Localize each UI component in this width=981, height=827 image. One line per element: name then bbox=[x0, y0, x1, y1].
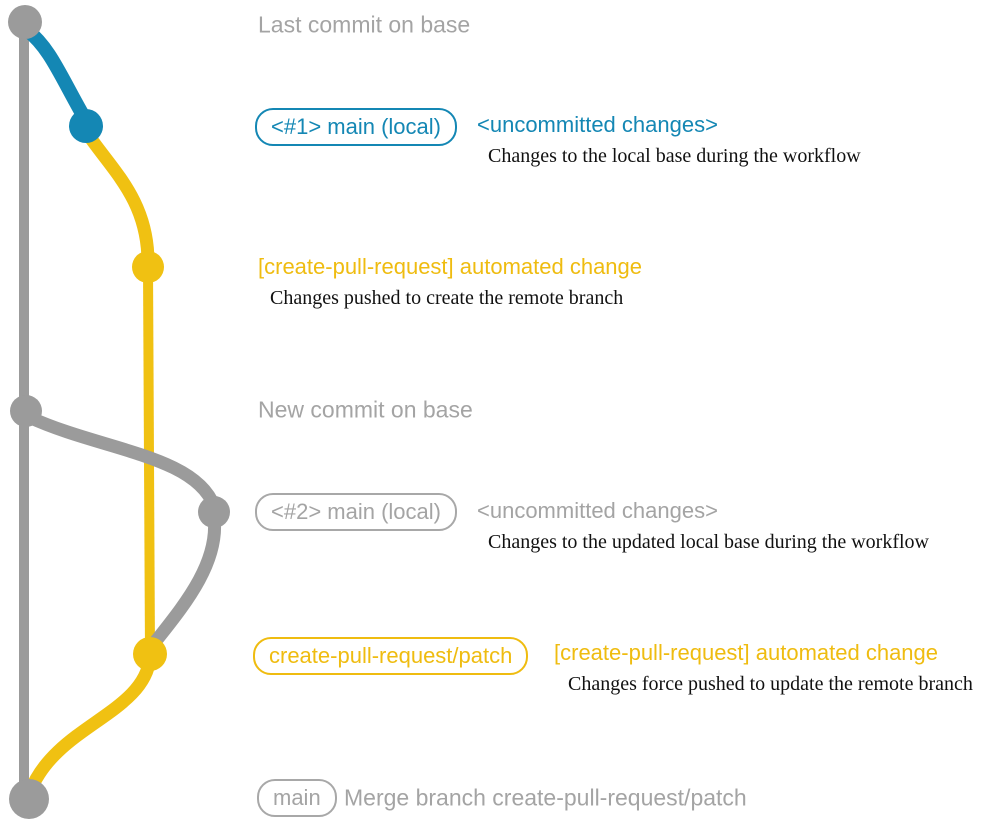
caption-last-commit-on-base: Last commit on base bbox=[258, 11, 471, 38]
rebase-curve bbox=[145, 510, 222, 653]
status-uncommitted-changes-2: <uncommitted changes> bbox=[477, 497, 718, 523]
note-pushed-create: Changes pushed to create the remote bran… bbox=[270, 287, 624, 309]
updated-local-branch-curve bbox=[22, 410, 221, 513]
commit-node-new-commit-on-base bbox=[10, 395, 42, 427]
commit-graph bbox=[8, 5, 230, 819]
commit-node-automated-change-2 bbox=[133, 637, 167, 671]
note-force-pushed: Changes force pushed to update the remot… bbox=[568, 673, 973, 695]
commit-node-uncommitted-2 bbox=[198, 496, 230, 528]
commit-message-automated-change-2: [create-pull-request] automated change bbox=[554, 639, 939, 665]
commit-node-merge-commit bbox=[9, 779, 49, 819]
commit-node-last-commit-on-base bbox=[8, 5, 42, 39]
branch-label-main-local-1: <#1> main (local) bbox=[255, 108, 457, 146]
note-local-base: Changes to the local base during the wor… bbox=[488, 145, 861, 167]
commit-message-merge: Merge branch create-pull-request/patch bbox=[344, 784, 747, 811]
caption-new-commit-on-base: New commit on base bbox=[258, 396, 473, 423]
commit-node-uncommitted-1 bbox=[69, 109, 103, 143]
branch-label-main-local-2: <#2> main (local) bbox=[255, 493, 457, 531]
note-updated-local-base: Changes to the updated local base during… bbox=[488, 531, 929, 553]
commit-message-automated-change-1: [create-pull-request] automated change bbox=[258, 253, 643, 279]
status-uncommitted-changes-1: <uncommitted changes> bbox=[477, 111, 718, 137]
patch-branch-curve-top bbox=[80, 126, 155, 269]
patch-branch-merge-curve bbox=[23, 651, 157, 799]
local-changes-branch-line bbox=[20, 23, 91, 124]
branch-label-main: main bbox=[257, 779, 337, 817]
branch-label-create-pull-request-patch: create-pull-request/patch bbox=[253, 637, 529, 675]
commit-node-automated-change-1 bbox=[132, 251, 164, 283]
